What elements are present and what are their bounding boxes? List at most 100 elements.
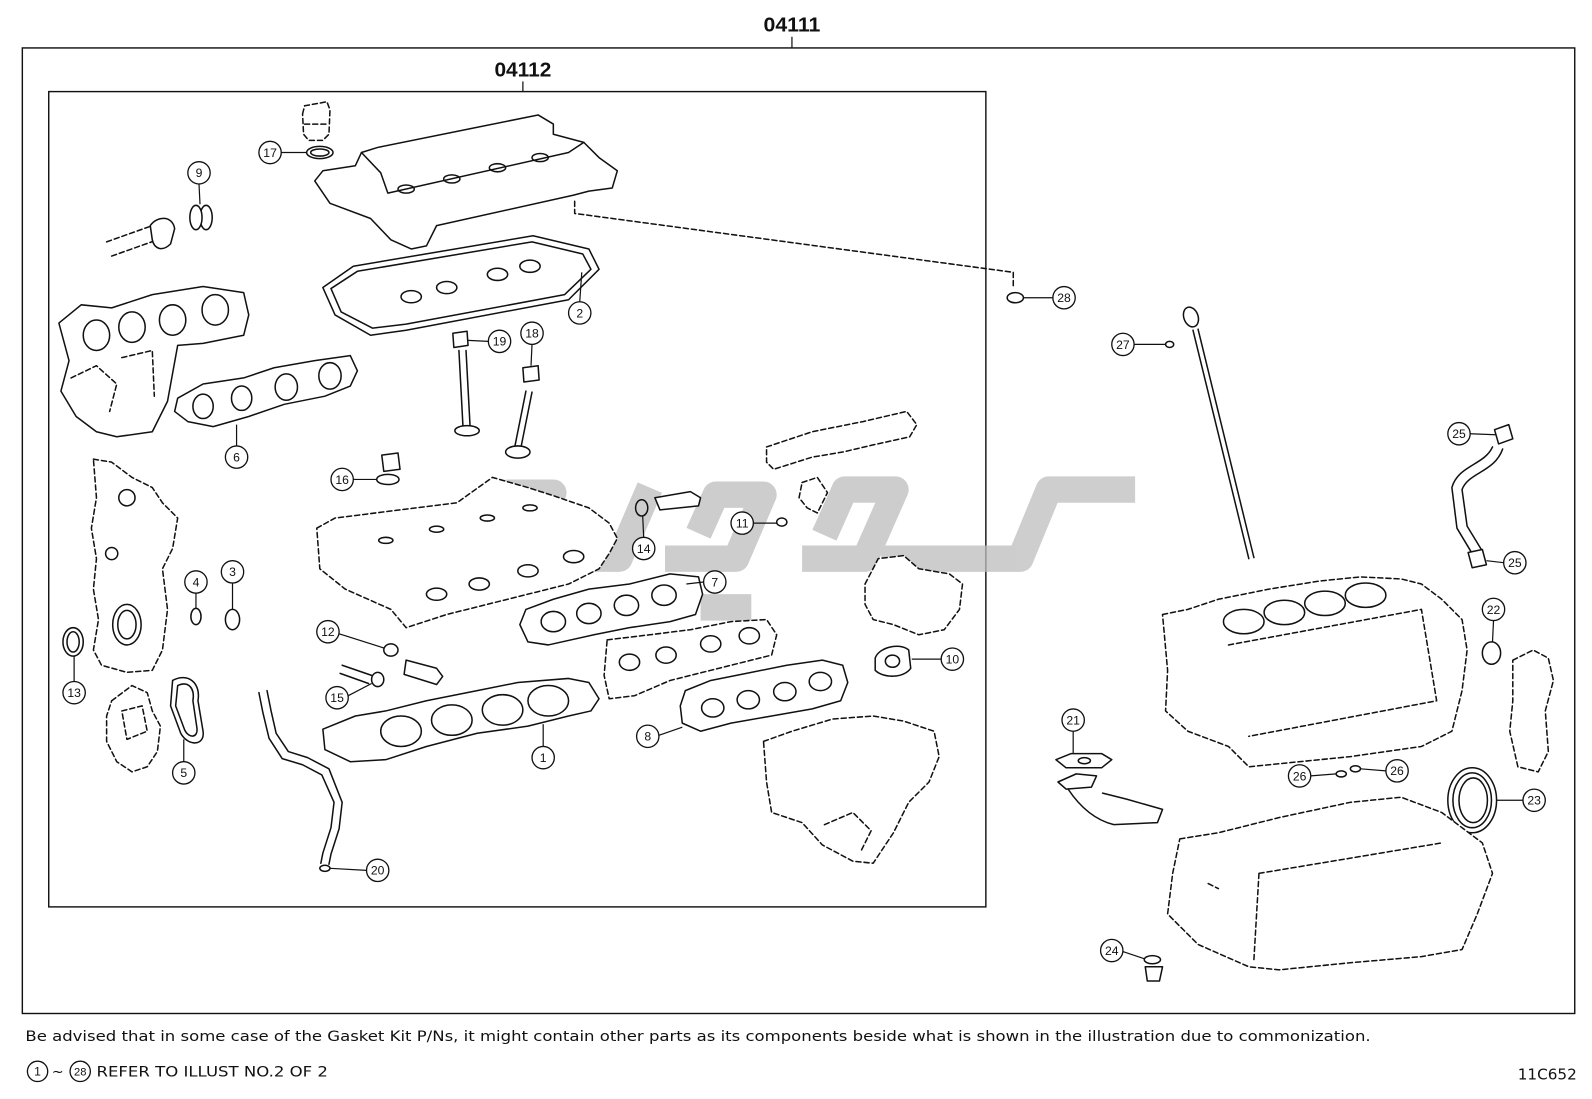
intake-manifold-gasket [173,354,359,428]
callout-circle [1287,764,1312,788]
callout-number: 25 [1508,556,1522,570]
callout-17: 17 [258,140,307,165]
callout-circle [1503,550,1527,575]
callout-circle [1385,759,1409,783]
cylinder-head-gasket [322,677,600,763]
oil-strainer-gasket-hole [1077,756,1092,765]
rear-oil-seal-lip [1452,772,1493,829]
gasket-port-hole [700,697,725,718]
callout-20: 20 [329,858,390,883]
head-port [517,563,539,578]
callout-4: 4 [184,570,208,609]
callout-number: 25 [1452,427,1466,441]
oil-level-gauge-guide [258,691,335,864]
gasket-plug-hole [435,280,458,295]
callout-circle [1447,421,1471,446]
callout-number: 9 [196,166,203,180]
callout-circle [1099,938,1124,963]
timing-cover-seal-bore [111,603,142,646]
drain-plug [1144,966,1164,982]
callout-number: 12 [321,625,335,639]
callout-number: 6 [233,450,240,464]
callout-number: 13 [67,686,81,700]
callout-7: 7 [686,570,727,594]
intake-port [158,304,187,337]
callout-9: 9 [187,160,211,205]
callout-number: 16 [335,473,349,487]
manifold-port [699,635,722,653]
callout-circle [62,680,86,705]
head-bolt-hole [522,504,538,512]
hose-clamp-25 [1467,548,1488,569]
callout-26-right: 26 [1360,759,1409,783]
callout-number: 28 [1057,291,1071,305]
gasket-port-hole [540,610,567,633]
callout-18: 18 [520,321,544,366]
leader-line [1310,773,1337,777]
refer-from-number: 1 [34,1065,41,1079]
oil-control-valve [403,659,444,686]
crankshaft-front-oil-seal [62,626,85,657]
gasket-plug-hole [486,267,509,282]
callout-11: 11 [730,511,777,535]
refer-to-number: 28 [74,1066,86,1078]
oil-filler-cap [301,100,331,142]
callout-circle [365,858,390,883]
camshaft-end [105,224,159,257]
head-bolt-hole [479,514,496,522]
oil-pan [1166,796,1494,971]
kit-outer-label: 04111 [764,15,821,37]
oil-filler-cap-gasket-inner [309,148,330,157]
callout-circle [567,301,592,325]
kit-outer-box [21,47,1576,1015]
callout-6: 6 [224,424,249,469]
watermark-stroke [802,476,909,572]
callout-1: 1 [531,724,556,770]
intake-port [118,311,146,344]
gasket-port-hole [230,385,253,412]
intake-valve [458,349,471,428]
intake-valve-head [454,424,480,437]
water-bypass-hose [1451,446,1504,555]
o-ring-4 [190,607,202,626]
gasket-port-hole [575,602,602,625]
callout-number: 23 [1527,794,1541,808]
watermark-stroke [881,476,1136,572]
callout-number: 18 [525,327,539,341]
cover-bolt-boss [397,184,416,194]
callout-number: 15 [330,691,344,705]
union-bolt [339,664,373,685]
callout-circle [1481,597,1506,622]
cylinder-head-cover-ridge [360,141,585,194]
callout-circle [171,761,196,785]
callout-number: 24 [1105,944,1119,958]
head-gasket-bore [527,684,570,717]
gasket-port-hole [613,594,640,617]
callout-number: 20 [371,864,385,878]
cylinder-bore [1344,582,1387,609]
leader-line [1486,560,1504,564]
cylinder-block-deck [1227,608,1438,738]
manifold-port [738,626,761,645]
gasket-port-hole [736,689,761,710]
oil-pan-flange [1207,842,1443,961]
callout-25-top: 25 [1447,421,1496,446]
leader-line [530,344,533,366]
exhaust-manifold-gasket [519,573,704,646]
callout-circle [702,570,727,594]
callout-circle [1522,788,1546,813]
injector-o-ring [775,517,788,527]
callout-number: 4 [193,575,200,589]
leader-line [1470,433,1496,436]
cylinder-block [1161,576,1468,768]
head-port [468,577,491,591]
cover-connection-line [573,200,1015,288]
callout-5: 5 [171,739,196,785]
o-ring-12 [383,643,399,657]
leader-line [658,726,683,736]
cover-bolt-boss [531,152,550,163]
timing-chain-cover [90,458,179,674]
cover-bolt-boss [442,174,461,184]
leader-line [347,682,372,697]
